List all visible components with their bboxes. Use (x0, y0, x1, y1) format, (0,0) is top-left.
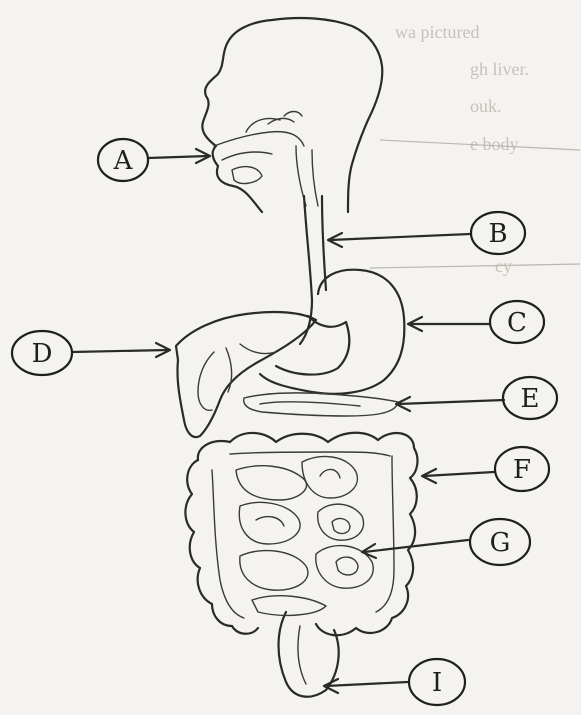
small-intestine (236, 457, 373, 616)
arrow-f (422, 469, 494, 483)
label-d: D (12, 331, 72, 375)
show-through-line-1: wa pictured (395, 22, 479, 42)
label-f-text: F (513, 455, 531, 485)
label-g-text: G (490, 528, 511, 558)
arrow-b (328, 233, 470, 247)
label-b-text: B (488, 219, 507, 249)
arrow-g (362, 540, 468, 558)
show-through-line-3: ouk. (470, 96, 502, 116)
large-intestine (185, 433, 417, 697)
arrow-d (72, 343, 170, 357)
show-through-line-4: e body (470, 134, 519, 154)
label-e-text: E (521, 384, 540, 414)
label-e: E (503, 377, 557, 419)
label-c-text: C (507, 308, 527, 338)
stomach (260, 270, 404, 394)
show-through-line-2: gh liver. (470, 59, 529, 79)
arrow-c (408, 317, 490, 331)
label-d-text: D (32, 339, 53, 369)
label-g: G (470, 519, 530, 565)
arrow-h (324, 679, 408, 693)
faint-stroke (370, 264, 580, 268)
arrow-a (148, 149, 210, 163)
pancreas (244, 393, 398, 416)
labels: A B C D E F G I (12, 139, 557, 705)
head (202, 18, 382, 212)
label-h: I (409, 659, 465, 705)
label-b: B (471, 212, 525, 254)
label-a: A (98, 139, 148, 181)
arrows (72, 149, 504, 693)
label-c: C (490, 301, 544, 343)
esophagus (300, 196, 326, 344)
liver (176, 312, 316, 437)
label-f: F (495, 447, 549, 491)
label-a-text: A (113, 146, 134, 176)
arrow-e (396, 397, 504, 411)
label-h-text: I (432, 668, 442, 698)
